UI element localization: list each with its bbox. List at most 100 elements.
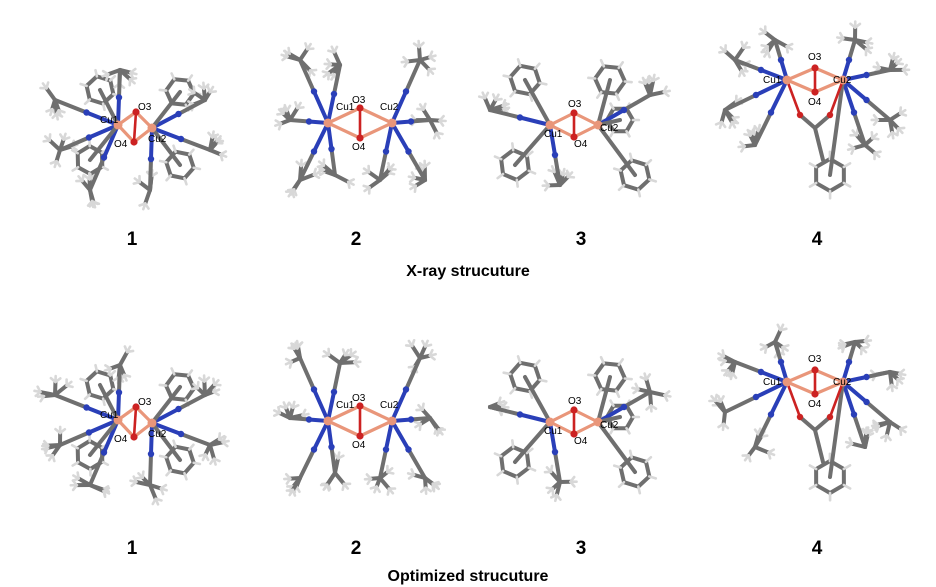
nitrogen-atom [863,373,870,381]
oxygen-atom-o3 [132,108,140,116]
label-cu2: Cu2 [148,429,167,440]
ligand-bond [599,90,619,96]
hydrogen-bond [343,353,353,357]
ligand-bond [76,460,93,471]
ligand-bond [629,455,649,464]
ligand-bond [117,363,122,395]
hydrogen-bond [58,427,67,435]
hydrogen-bond [88,174,96,181]
ligand-bond [169,396,188,402]
ligand-bond [186,373,196,391]
ligand-bond [366,170,382,182]
copper-oxygen-bond [327,404,361,423]
ligand-bond [183,91,196,107]
ligand-bond [38,390,57,397]
row-caption-xray: X-ray strucuture [406,263,530,280]
hydrogen-bond [165,469,173,477]
copper-atom-cu2 [147,418,157,428]
hydrogen-bond [45,107,54,113]
oxygen-atom-o4 [570,430,578,438]
hydrogen-bond [865,41,871,49]
hydrogen-bond [208,90,218,94]
hydrogen-bond [550,493,559,499]
ligand-bond [488,108,522,120]
hydrogen-bond [717,422,725,429]
nitrogen-bond [518,412,552,424]
hydrogen-bond [808,464,818,471]
copper-oxygen-bond [814,368,844,384]
nitrogen-atom [382,148,390,155]
nitrogen-atom [328,443,335,451]
ligand-bond [813,126,825,162]
ligand-bond [404,58,422,94]
hydrogen-bond [186,74,194,82]
ligand-bond [648,390,653,408]
hydrogen-bond [538,378,548,383]
hydrogen-bond [643,77,650,85]
hydrogen-bond [599,355,606,365]
hydrogen-bond [36,385,42,394]
hydrogen-bond [528,92,534,102]
hydrogen-bond [808,162,818,169]
hydrogen-bond [102,489,107,499]
ligand-bond [164,372,177,388]
hydrogen-bond [187,148,195,156]
ligand-bond [814,181,833,193]
nitrogen-atom [330,388,338,396]
copper-oxygen-bond [359,419,393,438]
nitrogen-atom [382,446,390,453]
hydrogen-bond [842,162,852,169]
hydrogen-bond [614,92,621,102]
hydrogen-bond [525,150,534,158]
hydrogen-bond [644,158,653,167]
hydrogen-bond [612,464,622,469]
hydrogen-bond [625,426,631,435]
ligand-bond [118,349,130,367]
hydrogen-bond [129,71,135,80]
hydrogen-bond [170,367,176,376]
hydrogen-bond [183,176,188,186]
ligand-bond [150,421,182,462]
ligand-bond [888,420,903,431]
ligand-bond [88,418,120,457]
nitrogen-bond [390,121,411,154]
hydrogen-bond [436,428,441,437]
ligand-bond [172,77,191,83]
hydrogen-bond [299,161,308,168]
ligand-bond [108,373,116,392]
ligand-bond [828,180,846,193]
ligand-bond [622,93,652,112]
nitrogen-atom [100,154,108,161]
hydrogen-bond [209,457,216,465]
ligand-bond [596,420,637,474]
ligand-bond [814,157,832,170]
copper-oxygen-bond [786,368,816,384]
hydrogen-bond [346,180,351,190]
ligand-bond [773,38,783,62]
label-o3: O3 [808,354,822,365]
nitrogen-bond [150,126,183,141]
hydrogen-bond [410,338,416,348]
nitrogen-bond [759,370,789,384]
hydrogen-bond [496,469,505,477]
hydrogen-bond [625,129,631,138]
compound-number: 2 [350,538,362,559]
hydrogen-bond [527,169,537,175]
hydrogen-bond [886,131,894,139]
ligand-bond [47,138,62,152]
ligand-bond [721,354,737,364]
ligand-bond [164,77,177,93]
hydrogen-bond [538,81,548,86]
ligand-bond [333,471,346,486]
hydrogen-bond [609,399,615,408]
hydrogen-bond [158,454,168,459]
hydrogen-bond [839,339,847,346]
nitrogen-bond [312,419,330,452]
carboxylate-bond [828,381,845,418]
hydrogen-bond [438,119,445,127]
nitrogen-bond [326,390,336,423]
hydrogen-bond [647,77,655,85]
hydrogen-bond [842,181,852,188]
